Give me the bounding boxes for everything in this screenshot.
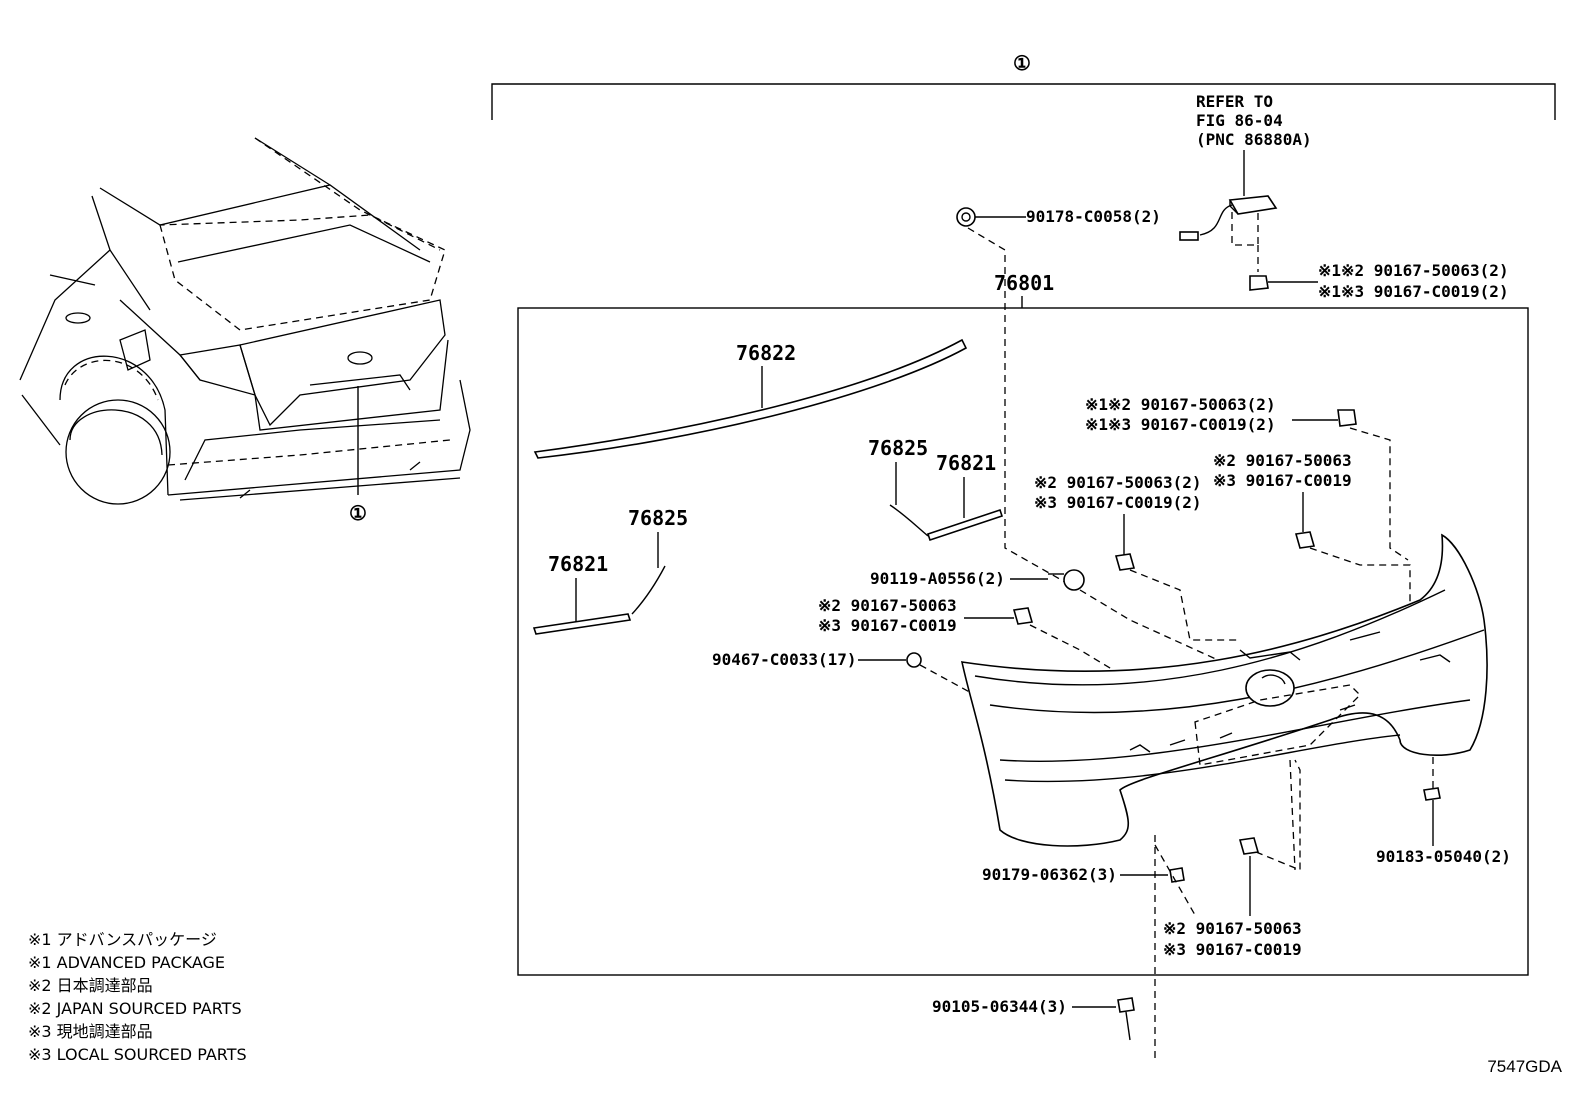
fastener-90183: 90183-05040(2)	[1376, 745, 1511, 866]
fastener-left: ※2 90167-50063 ※3 90167-C0019	[818, 596, 1131, 681]
label-left-2: ※2 90167-50063	[818, 596, 957, 615]
fastener-top-right: ※1※2 90167-50063(2) ※1※3 90167-C0019(2)	[1249, 261, 1509, 301]
refer-to-line-2: FIG 86-04	[1196, 111, 1283, 130]
parts-frame	[517, 307, 1529, 976]
figure-code: 7547GDA	[1487, 1057, 1562, 1076]
label-center-3: ※3 90167-C0019(2)	[1034, 493, 1202, 512]
label-90183: 90183-05040(2)	[1376, 847, 1511, 866]
label-top-right-2: ※1※3 90167-C0019(2)	[1318, 282, 1509, 301]
refer-to-line-1: REFER TO	[1196, 92, 1273, 111]
fastener-right: ※2 90167-50063 ※3 90167-C0019	[1213, 451, 1440, 641]
fastener-mid-right: ※1※2 90167-50063(2) ※1※3 90167-C0019(2)	[1085, 395, 1409, 561]
label-76821-left: 76821	[548, 552, 608, 576]
label-mid-right-1: ※1※2 90167-50063(2)	[1085, 395, 1276, 414]
legend-line-6: ※3 LOCAL SOURCED PARTS	[28, 1045, 247, 1064]
part-76822-molding	[533, 338, 968, 459]
assembly-marker: ①	[1013, 51, 1031, 75]
label-mid-right-2: ※1※3 90167-C0019(2)	[1085, 415, 1276, 434]
label-top-right-1: ※1※2 90167-50063(2)	[1318, 261, 1509, 280]
part-76801-garnish	[960, 533, 1488, 871]
fastener-90179: 90179-06362(3)	[982, 865, 1185, 884]
label-90119: 90119-A0556(2)	[870, 569, 1005, 588]
label-right-2: ※2 90167-50063	[1213, 451, 1352, 470]
label-bottom-2: ※2 90167-50063	[1163, 919, 1302, 938]
callout-labels: 90178-C0058(2) ※1※2 90167-50063(2) ※1※3 …	[532, 207, 1511, 1060]
legend-line-2: ※1 ADVANCED PACKAGE	[28, 953, 225, 972]
fastener-90119: 90119-A0556(2)	[870, 569, 1241, 671]
legend-line-1: ※1 アドバンスパッケージ	[28, 930, 217, 949]
refer-to-note: REFER TO FIG 86-04 (PNC 86880A)	[1179, 92, 1312, 272]
label-90179: 90179-06362(3)	[982, 865, 1117, 884]
label-bottom-3: ※3 90167-C0019	[1163, 940, 1302, 959]
fastener-90467: 90467-C0033(17)	[712, 650, 976, 696]
assembly-bracket: ①	[491, 51, 1556, 120]
label-76821-right: 76821	[936, 451, 996, 475]
fastener-90105: 90105-06344(3)	[932, 835, 1196, 1060]
label-left-3: ※3 90167-C0019	[818, 616, 957, 635]
legend-line-3: ※2 日本調達部品	[28, 976, 153, 995]
car-rear-illustration: ①	[19, 137, 471, 525]
label-center-2: ※2 90167-50063(2)	[1034, 473, 1202, 492]
label-76825-left: 76825	[628, 506, 688, 530]
label-right-3: ※3 90167-C0019	[1213, 471, 1352, 490]
legend-line-5: ※3 現地調達部品	[28, 1022, 153, 1041]
fastener-center: ※2 90167-50063(2) ※3 90167-C0019(2)	[1034, 473, 1240, 641]
car-callout-marker: ①	[349, 501, 367, 525]
label-90178: 90178-C0058(2)	[1026, 207, 1161, 226]
fastener-90178: 90178-C0058(2)	[956, 207, 1161, 583]
legend: ※1 アドバンスパッケージ ※1 ADVANCED PACKAGE ※2 日本調…	[28, 930, 247, 1064]
label-76801: 76801	[994, 271, 1054, 295]
label-90467: 90467-C0033(17)	[712, 650, 857, 669]
label-90105: 90105-06344(3)	[932, 997, 1067, 1016]
fastener-bottom: ※2 90167-50063 ※3 90167-C0019	[1163, 759, 1302, 959]
legend-line-4: ※2 JAPAN SOURCED PARTS	[28, 999, 242, 1018]
label-76822: 76822	[736, 341, 796, 365]
refer-to-line-3: (PNC 86880A)	[1196, 130, 1312, 149]
label-76825-right: 76825	[868, 436, 928, 460]
